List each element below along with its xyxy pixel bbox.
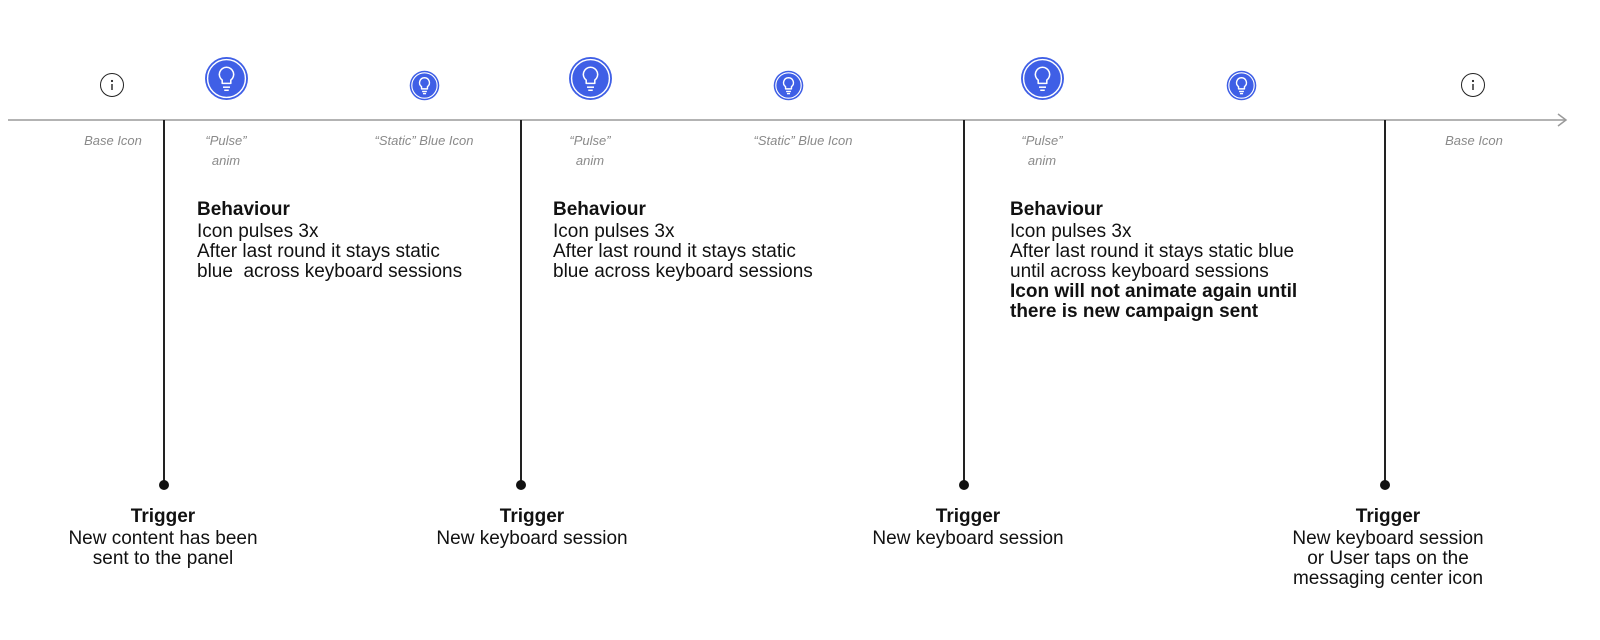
trigger-line-2 xyxy=(520,120,522,485)
caption-text: Base Icon xyxy=(84,133,142,148)
trigger-block-3: Trigger New keyboard session xyxy=(848,507,1088,549)
caption-text: anim xyxy=(575,153,605,168)
behaviour-line: blue across keyboard sessions xyxy=(197,261,463,282)
caption-text: anim xyxy=(1027,153,1057,168)
caption-text: Base Icon xyxy=(1445,133,1503,148)
trigger-line-text: New keyboard session xyxy=(872,528,1064,549)
behaviour-block-2: Behaviour Icon pulses 3x After last roun… xyxy=(553,200,813,282)
lightbulb-icon xyxy=(773,70,804,101)
trigger-title: Trigger xyxy=(499,506,565,527)
lightbulb-icon xyxy=(569,57,612,100)
axis-arrowhead xyxy=(1557,113,1568,127)
trigger-line-text: New keyboard session xyxy=(1292,528,1484,549)
trigger-block-1: Trigger New content has been sent to the… xyxy=(43,507,283,569)
behaviour-title: Behaviour xyxy=(197,199,290,220)
trigger-title: Trigger xyxy=(130,506,196,527)
caption-text: “Pulse” xyxy=(569,133,611,148)
caption-text: “Pulse” xyxy=(205,133,247,148)
behaviour-line: Icon pulses 3x xyxy=(553,221,675,242)
trigger-line-1 xyxy=(163,120,165,485)
trigger-line-text: New keyboard session xyxy=(436,528,628,549)
trigger-line-4 xyxy=(1384,120,1386,485)
lightbulb-icon xyxy=(1021,57,1064,100)
trigger-line-3 xyxy=(963,120,965,485)
trigger-dot-4 xyxy=(1380,480,1390,490)
behaviour-line: After last round it stays static blue xyxy=(1010,241,1295,262)
caption-text: “Pulse” xyxy=(1021,133,1063,148)
trigger-title: Trigger xyxy=(1355,506,1421,527)
trigger-block-4: Trigger New keyboard session or User tap… xyxy=(1268,507,1508,589)
info-icon xyxy=(100,73,124,97)
caption-text: anim xyxy=(211,153,241,168)
behaviour-line: blue across keyboard sessions xyxy=(553,261,813,282)
behaviour-title: Behaviour xyxy=(1010,199,1103,220)
trigger-dot-2 xyxy=(516,480,526,490)
trigger-dot-1 xyxy=(159,480,169,490)
behaviour-line: After last round it stays static xyxy=(197,241,440,262)
behaviour-line: Icon pulses 3x xyxy=(1010,221,1132,242)
info-icon xyxy=(1461,73,1485,97)
caption-base-icon-1: Base Icon xyxy=(62,131,164,151)
behaviour-emphasis-line: Icon will not animate again until xyxy=(1010,281,1298,302)
behaviour-line: until across keyboard sessions xyxy=(1010,261,1269,282)
trigger-line-text: or User taps on the xyxy=(1307,548,1469,569)
caption-pulse-1: “Pulse” anim xyxy=(186,131,266,171)
trigger-dot-3 xyxy=(959,480,969,490)
caption-static-1: “Static” Blue Icon xyxy=(349,131,499,151)
caption-pulse-2: “Pulse” anim xyxy=(550,131,630,171)
caption-base-icon-2: Base Icon xyxy=(1423,131,1525,151)
behaviour-emphasis-line: there is new campaign sent xyxy=(1010,301,1259,322)
trigger-line-text: New content has been xyxy=(68,528,258,549)
lightbulb-icon xyxy=(205,57,248,100)
caption-pulse-3: “Pulse” anim xyxy=(1002,131,1082,171)
caption-text: “Static” Blue Icon xyxy=(753,133,853,148)
behaviour-block-3: Behaviour Icon pulses 3x After last roun… xyxy=(1010,200,1297,322)
trigger-line-text: messaging center icon xyxy=(1292,568,1484,589)
behaviour-block-1: Behaviour Icon pulses 3x After last roun… xyxy=(197,200,462,282)
behaviour-line: Icon pulses 3x xyxy=(197,221,319,242)
caption-text: “Static” Blue Icon xyxy=(374,133,474,148)
behaviour-title: Behaviour xyxy=(553,199,646,220)
lightbulb-icon xyxy=(1226,70,1257,101)
trigger-line-text: sent to the panel xyxy=(92,548,234,569)
behaviour-line: After last round it stays static xyxy=(553,241,796,262)
lightbulb-icon xyxy=(409,70,440,101)
caption-static-2: “Static” Blue Icon xyxy=(723,131,883,151)
trigger-title: Trigger xyxy=(935,506,1001,527)
trigger-block-2: Trigger New keyboard session xyxy=(412,507,652,549)
